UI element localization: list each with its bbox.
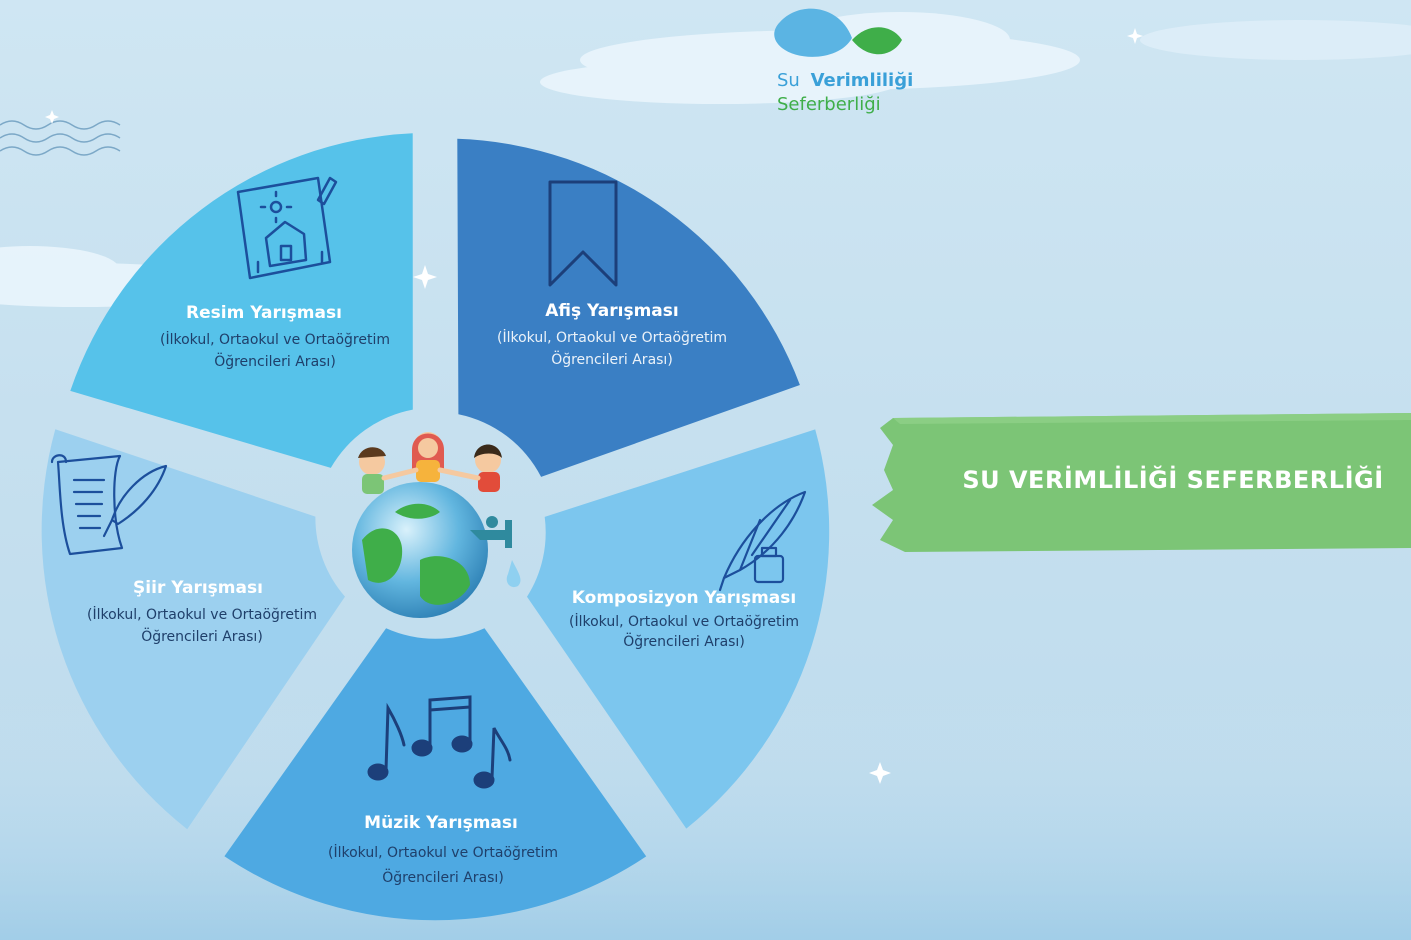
- svg-text:Su Verimliliği: Su Verimliliği: [777, 70, 913, 91]
- segment-afis-text: Afiş Yarışması (İlkokul, Ortaokul ve Ort…: [497, 301, 727, 368]
- segment-afis-title: Afiş Yarışması: [545, 301, 678, 321]
- sparkle-icons: [45, 28, 1143, 784]
- segment-resim: [70, 133, 413, 468]
- segment-resim-title: Resim Yarışması: [186, 303, 342, 323]
- logo-text-line2: Seferberliği: [777, 94, 881, 115]
- segment-muzik-text: Müzik Yarışması (İlkokul, Ortaokul ve Or…: [328, 813, 558, 886]
- banner-text: SU VERİMLİLİĞİ SEFERBERLİĞİ: [962, 464, 1383, 494]
- music-notes-icon: [367, 695, 512, 789]
- logo: Su Verimliliği Seferberliği: [774, 8, 913, 115]
- globe-children-faucet-icon: [352, 432, 521, 618]
- segment-muzik-subtitle-line1: (İlkokul, Ortaokul ve Ortaöğretim: [328, 843, 558, 861]
- wave-lines-decoration: [0, 120, 121, 156]
- segment-muzik-subtitle-line2: Öğrencileri Arası): [382, 868, 504, 886]
- segment-siir-subtitle-line1: (İlkokul, Ortaokul ve Ortaöğretim: [87, 605, 317, 623]
- bookmark-icon: [548, 180, 618, 287]
- segment-komposizyon-title: Komposizyon Yarışması: [572, 588, 796, 608]
- green-banner: SU VERİMLİLİĞİ SEFERBERLİĞİ: [872, 413, 1411, 552]
- segment-siir-text: Şiir Yarışması (İlkokul, Ortaokul ve Ort…: [87, 578, 317, 645]
- segment-muzik-title: Müzik Yarışması: [364, 813, 518, 833]
- segment-komposizyon-text: Komposizyon Yarışması (İlkokul, Ortaokul…: [569, 588, 799, 650]
- drawing-icon: [236, 176, 338, 280]
- segment-resim-text: Resim Yarışması (İlkokul, Ortaokul ve Or…: [160, 303, 390, 370]
- logo-text-prefix: Su: [777, 70, 800, 91]
- water-drop-logo-icon: [774, 8, 902, 57]
- segment-siir-subtitle-line2: Öğrencileri Arası): [141, 627, 263, 645]
- segment-komposizyon-subtitle-line2: Öğrencileri Arası): [623, 632, 745, 650]
- segment-afis-subtitle-line2: Öğrencileri Arası): [551, 350, 673, 368]
- segment-komposizyon-subtitle-line1: (İlkokul, Ortaokul ve Ortaöğretim: [569, 612, 799, 630]
- segment-resim-subtitle-line2: Öğrencileri Arası): [214, 352, 336, 370]
- segment-muzik: [224, 628, 647, 921]
- quill-ink-icon: [718, 490, 807, 592]
- scroll-quill-icon: [50, 454, 168, 556]
- background-clouds: [0, 12, 1411, 307]
- segment-resim-subtitle-line1: (İlkokul, Ortaokul ve Ortaöğretim: [160, 330, 390, 348]
- segment-afis: [457, 138, 800, 477]
- segment-afis-subtitle-line1: (İlkokul, Ortaokul ve Ortaöğretim: [497, 328, 727, 346]
- logo-text-bold: Verimliliği: [811, 70, 914, 91]
- segment-siir-title: Şiir Yarışması: [133, 578, 263, 598]
